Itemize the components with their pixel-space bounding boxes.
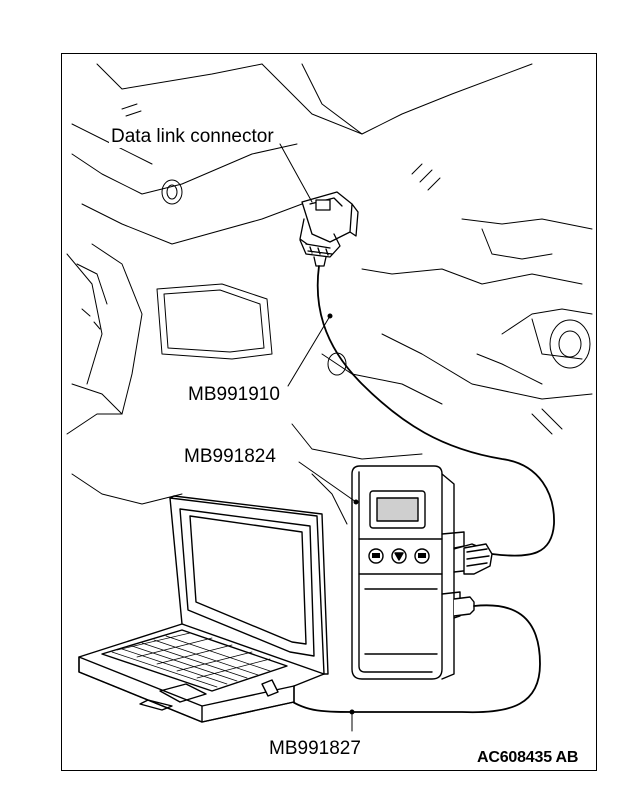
- callout-leaders: [279, 143, 359, 732]
- laptop-computer: [78, 495, 329, 723]
- diagram-frame: Data link connector MB991910 MB991824 MB…: [61, 53, 597, 771]
- dashboard-background: [66, 63, 593, 525]
- mb991824-vci-unit: [351, 465, 493, 680]
- label-mb991910: MB991910: [186, 384, 282, 406]
- data-link-connector-adapter: [299, 191, 359, 267]
- label-mb991827: MB991827: [267, 738, 363, 760]
- mb991910-cable: [316, 265, 555, 557]
- figure-id: AC608435 AB: [475, 749, 581, 767]
- label-data-link-connector: Data link connector: [109, 126, 276, 148]
- label-mb991824: MB991824: [182, 446, 278, 468]
- connection-illustration: [66, 63, 593, 732]
